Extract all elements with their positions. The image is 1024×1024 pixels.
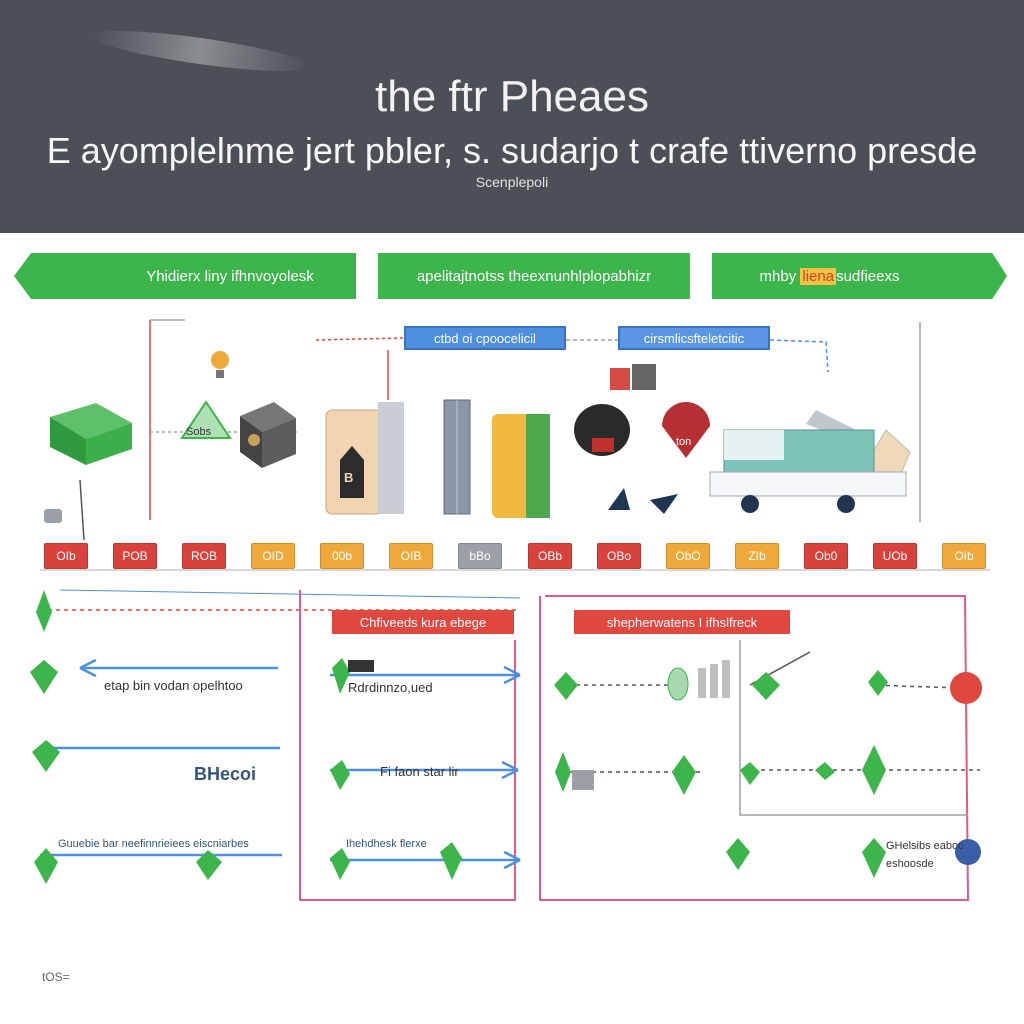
timeline-tag: OIb <box>942 543 986 569</box>
leaf-marker-icon <box>332 658 350 694</box>
oval-marker-icon <box>667 667 689 701</box>
leaf-marker-icon <box>196 850 222 880</box>
track-line <box>869 684 961 689</box>
leaf-marker-icon <box>554 672 578 700</box>
ribbon-right: mhby liena sudfieexs <box>712 253 1007 299</box>
leaf-marker-icon <box>30 660 58 694</box>
leaf-marker-icon <box>34 848 58 884</box>
truck-icon <box>709 410 911 513</box>
crates-icon <box>610 364 656 390</box>
timeline-tag: OIb <box>44 543 88 569</box>
ribbon-left: Yhidierx liny ifhnvoyolesk <box>14 253 356 299</box>
leaf-marker-icon <box>815 762 835 780</box>
tent-icon <box>180 400 232 439</box>
timeline-tag: OID <box>251 543 295 569</box>
connector-line <box>769 339 829 373</box>
leaf-marker-icon <box>330 760 350 790</box>
red-badge-icon <box>950 672 982 704</box>
timeline-tag: 00b <box>320 543 364 569</box>
building-label: B <box>344 470 354 485</box>
flow-line <box>59 589 521 599</box>
leaf-marker-icon <box>32 740 60 772</box>
helmet-icon <box>574 404 630 456</box>
note-left-3: Guuebie bar neefinnrieiees eiscniarbes <box>58 838 249 850</box>
note-left-1: etap bin vodan opelhtoo <box>104 678 243 693</box>
blue-badge-icon <box>955 839 981 865</box>
connector-line <box>739 640 968 816</box>
green-box-icon <box>50 403 132 465</box>
timeline-tag: ObO <box>666 543 710 569</box>
arrow-head <box>503 850 521 870</box>
note-mid-2: Fi faon star lir <box>380 764 459 779</box>
yellow-tower-icon <box>492 414 550 518</box>
leaf-marker-icon <box>330 848 350 880</box>
ribbon-right-text-after: sudfieexs <box>836 267 900 285</box>
timeline-tag: OBb <box>528 543 572 569</box>
connector-line <box>315 337 405 341</box>
page-subtitle: E ayomplelnme jert pbler, s. sudarjo t c… <box>46 130 978 171</box>
connector-line <box>79 479 85 541</box>
birds-icon <box>608 488 678 514</box>
timeline-tag: OIB <box>389 543 433 569</box>
arrow-head <box>79 658 97 678</box>
leaf-marker-icon <box>752 672 780 700</box>
skyscraper-icon <box>443 399 471 515</box>
note-right-2: eshoosde <box>886 858 934 870</box>
bar-cluster-icon <box>698 660 730 698</box>
footer-mark: tOS= <box>42 970 70 984</box>
small-device-icon <box>44 509 62 523</box>
timeline-tag: OBo <box>597 543 641 569</box>
leaf-marker-icon <box>740 762 760 785</box>
page-title: the ftr Pheaes <box>375 72 649 121</box>
ribbon-center-text: apelitajtnotss theexnunhlplopabhizr <box>416 267 652 285</box>
pin-label: ton <box>676 436 692 448</box>
leaf-marker-icon <box>555 752 571 792</box>
note-mid-3: Ihehdhesk flerxe <box>346 838 427 850</box>
leaf-marker-icon <box>36 590 52 632</box>
timeline-tag: ZIb <box>735 543 779 569</box>
ribbon-left-text: Yhidierx liny ifhnvoyolesk <box>146 267 314 285</box>
header-banner <box>0 0 1024 233</box>
timeline-tag: Ob0 <box>804 543 848 569</box>
arrow-head <box>501 760 519 780</box>
note-left-2: BHecoi <box>194 764 257 784</box>
label-top-2: cirsmlicsfteletcitic <box>618 326 770 350</box>
label-top-1: ctbd oi cpoocelicil <box>404 326 566 350</box>
leaf-marker-icon <box>868 670 888 696</box>
page-caption: Scenplepoli <box>475 174 549 190</box>
leaf-marker-icon <box>440 842 462 880</box>
frame-right <box>539 595 970 901</box>
leaf-marker-icon <box>862 838 886 878</box>
arrow-head <box>503 665 521 685</box>
note-mid-1: Rdrdinnzo,ued <box>348 680 433 695</box>
tent-label: Sobs <box>186 426 212 438</box>
cube-device-icon <box>240 402 296 468</box>
gray-block-icon <box>572 770 594 790</box>
bulb-icon <box>211 351 229 378</box>
leaf-marker-icon <box>726 838 750 870</box>
timeline-tag: ROB <box>182 543 226 569</box>
label-mid-1: Chfiveeds kura ebege <box>332 610 514 634</box>
label-mid-2: shepherwatens I ifhslfreck <box>574 610 790 634</box>
timeline-tag: POB <box>113 543 157 569</box>
timeline-tag: bBo <box>458 543 502 569</box>
pin-icon <box>662 402 710 458</box>
leaf-marker-icon <box>862 745 886 795</box>
timeline-tag: UOb <box>873 543 917 569</box>
dark-block-icon <box>348 660 374 672</box>
building-icon <box>325 402 404 515</box>
ribbon-right-highlight: liena <box>800 267 837 285</box>
leaf-marker-icon <box>672 755 696 795</box>
ribbon-center: apelitajtnotss theexnunhlplopabhizr <box>378 253 690 299</box>
note-right-1: GHelsibs eaboc <box>886 840 964 852</box>
ribbon-right-text-before: mhby <box>759 267 797 285</box>
